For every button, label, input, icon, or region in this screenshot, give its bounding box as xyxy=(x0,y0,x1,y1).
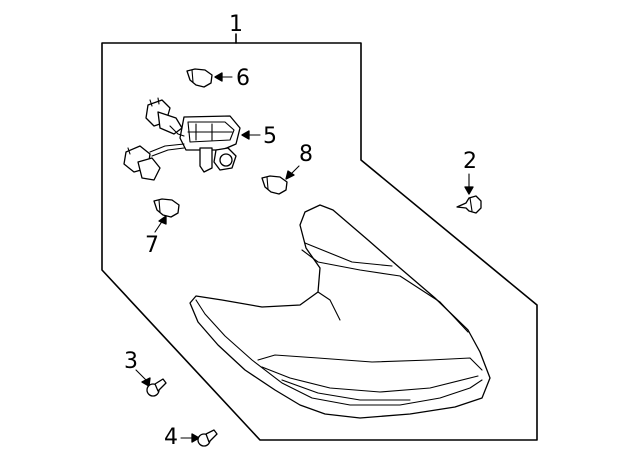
socket-wiring-harness: 5 xyxy=(123,97,277,181)
tail-lamp-housing xyxy=(189,204,491,419)
callout-leader-3 xyxy=(135,369,147,381)
screw-3: 3 xyxy=(124,349,167,397)
callout-4: 4 xyxy=(164,425,178,450)
callout-leader-8 xyxy=(290,165,300,175)
retainer-clip: 2 xyxy=(456,149,482,214)
bulb-7: 7 xyxy=(145,198,180,258)
callout-8: 8 xyxy=(299,142,313,167)
screw-4: 4 xyxy=(164,425,218,450)
callout-3: 3 xyxy=(124,349,138,374)
callout-7: 7 xyxy=(145,233,159,258)
assembly-outline xyxy=(101,42,538,441)
callout-5: 5 xyxy=(263,124,277,149)
bulb-6: 6 xyxy=(186,66,250,91)
callout-2: 2 xyxy=(463,149,477,174)
callout-6: 6 xyxy=(236,66,250,91)
callout-1: 1 xyxy=(229,12,243,37)
bulb-8: 8 xyxy=(261,142,313,195)
